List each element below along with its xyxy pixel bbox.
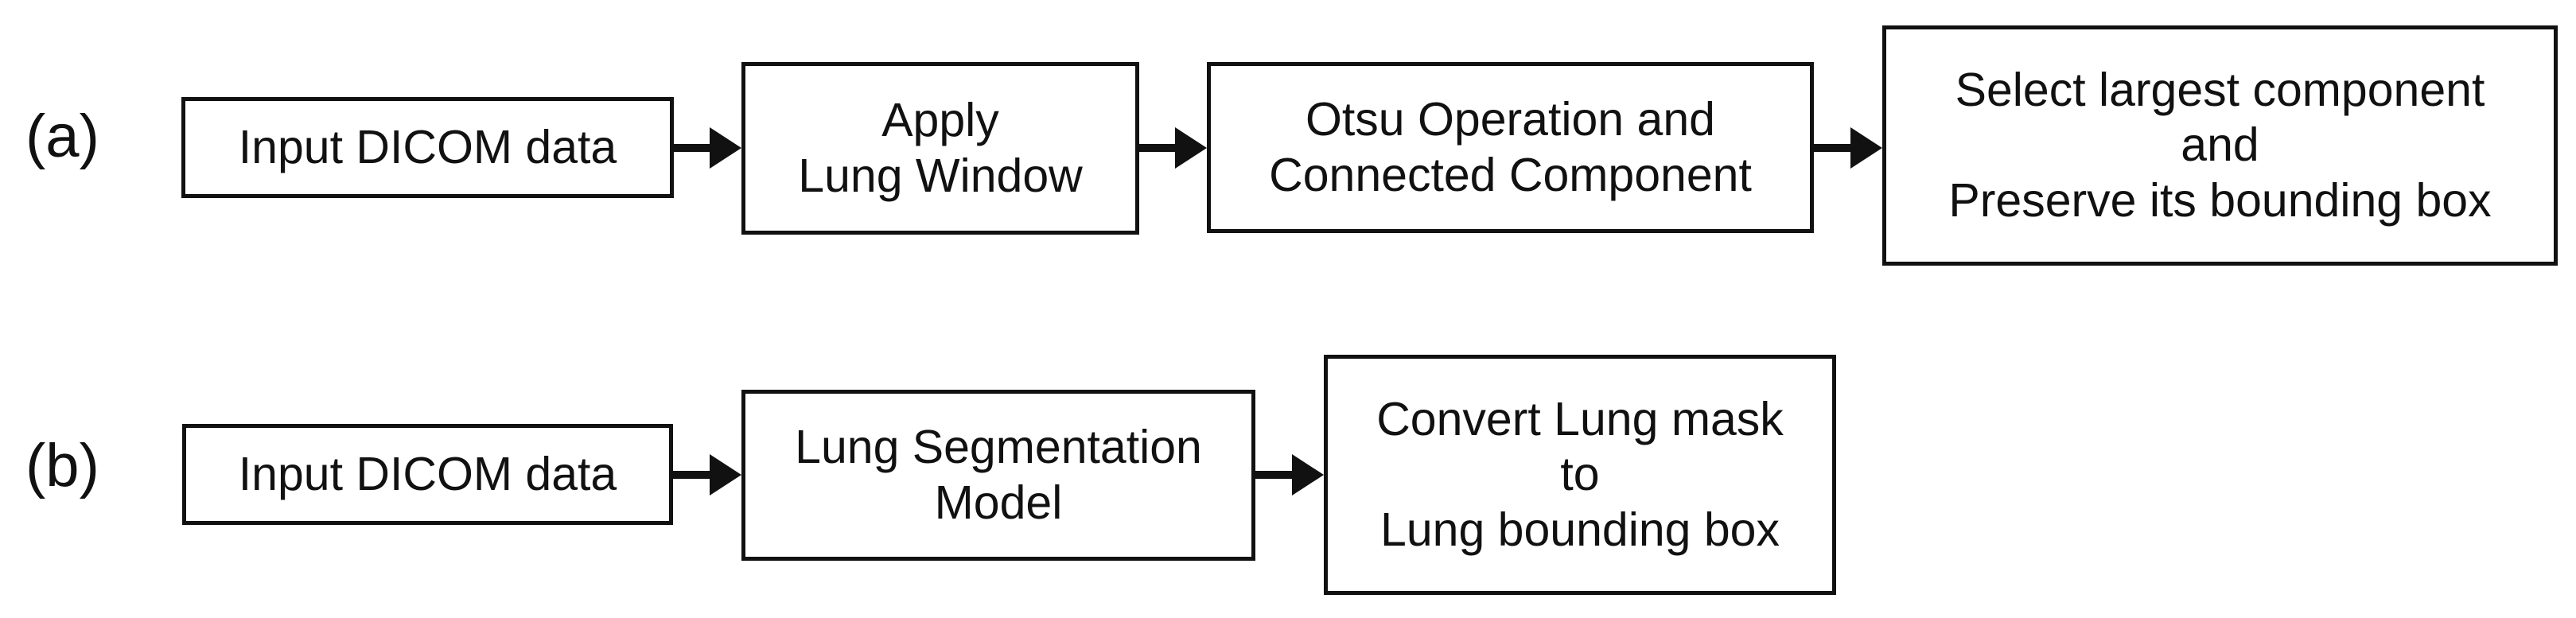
arrow-head-icon [1175, 127, 1207, 169]
node-label: Convert Lung mask to Lung bounding box [1376, 392, 1784, 556]
node-select-largest-component: Select largest component and Preserve it… [1882, 25, 2558, 266]
node-apply-lung-window: Apply Lung Window [741, 62, 1139, 235]
node-label: Lung Segmentation Model [795, 420, 1202, 529]
row-label-a: (a) [25, 103, 99, 170]
node-label: Otsu Operation and Connected Component [1269, 92, 1752, 201]
node-lung-segmentation-model: Lung Segmentation Model [741, 390, 1255, 561]
arrow-head-icon [1292, 454, 1324, 496]
arrow-shaft [674, 144, 712, 152]
node-label: Input DICOM data [238, 447, 617, 500]
node-input-dicom-data-b: Input DICOM data [182, 424, 673, 525]
arrow-shaft [673, 471, 712, 479]
arrow-shaft [1139, 144, 1177, 152]
arrow-shaft [1814, 144, 1853, 152]
arrow-head-icon [710, 127, 741, 169]
arrow-shaft [1255, 471, 1294, 479]
arrow-head-icon [1850, 127, 1882, 169]
node-label: Input DICOM data [238, 120, 617, 173]
node-label: Apply Lung Window [798, 93, 1083, 202]
node-otsu-connected-component: Otsu Operation and Connected Component [1207, 62, 1814, 233]
node-label: Select largest component and Preserve it… [1948, 63, 2492, 227]
node-convert-lung-mask: Convert Lung mask to Lung bounding box [1324, 355, 1836, 595]
row-label-b: (b) [25, 432, 99, 499]
arrow-head-icon [710, 454, 741, 496]
node-input-dicom-data-a: Input DICOM data [181, 97, 674, 198]
